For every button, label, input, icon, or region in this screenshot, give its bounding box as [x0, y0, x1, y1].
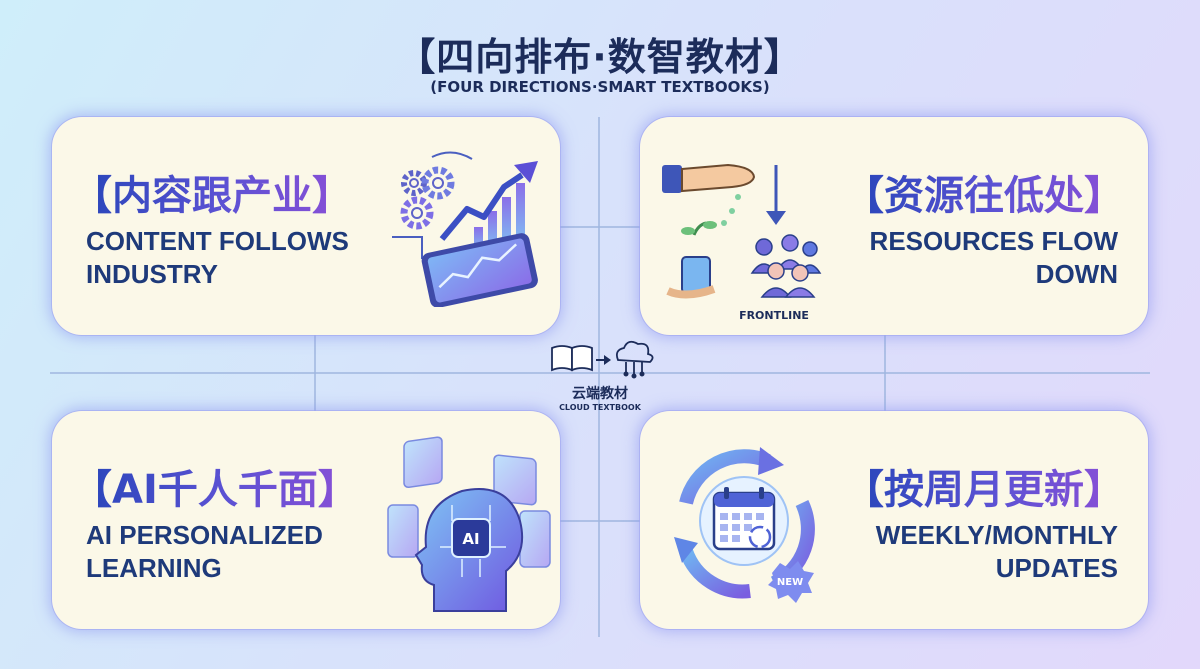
- hub-label-en: CLOUD TEXTBOOK: [559, 403, 641, 412]
- grid-line-vertical-center: [598, 117, 600, 637]
- cloud-textbook-hub: 云端教材 CLOUD TEXTBOOK: [540, 336, 660, 420]
- card-title-en: RESOURCES FLOW DOWN: [869, 226, 1118, 289]
- card-title-zh: 【资源往低处】: [844, 163, 1124, 221]
- card-title-zh: 【AI千人千面】: [72, 457, 358, 515]
- book-icon: [551, 345, 593, 372]
- card-weekly-monthly-updates: NEW 【按周月更新】 WEEKLY/MONTHLY UPDATES: [640, 411, 1148, 629]
- card-ai-personalized-learning: 【AI千人千面】 AI PERSONALIZED LEARNING AI: [52, 411, 560, 629]
- industry-trend-tablet-icon: [392, 151, 538, 307]
- hand-pouring-to-frontline-icon: FRONTLINE: [662, 163, 822, 322]
- page-subtitle: (FOUR DIRECTIONS·SMART TEXTBOOKS): [430, 78, 770, 96]
- card-resources-flow-down: FRONTLINE 【资源往低处】 RESOURCES FLOW DOWN: [640, 117, 1148, 335]
- svg-text:FRONTLINE: FRONTLINE: [739, 309, 809, 322]
- svg-text:AI: AI: [462, 530, 479, 548]
- card-title-en: AI PERSONALIZED LEARNING: [86, 520, 323, 583]
- arrow-right-icon: [596, 355, 611, 365]
- card-title-en: WEEKLY/MONTHLY UPDATES: [875, 520, 1118, 583]
- grid-line-horizontal-center: [50, 372, 1150, 374]
- ai-head-screens-icon: AI: [387, 436, 551, 612]
- grid-line-horizontal-bottom: [560, 520, 640, 522]
- grid-line-horizontal-top: [560, 226, 640, 228]
- card-title-zh: 【按周月更新】: [844, 457, 1124, 515]
- hub-label-zh: 云端教材: [572, 386, 628, 402]
- book-to-cloud-icons: [551, 340, 654, 379]
- card-content-follows-industry: 【内容跟产业】 CONTENT FOLLOWS INDUSTRY: [52, 117, 560, 335]
- card-title-en: CONTENT FOLLOWS INDUSTRY: [86, 226, 349, 289]
- page-title: 【四向排布·数智教材】: [397, 35, 803, 79]
- calendar-refresh-cycle-icon: NEW: [674, 447, 815, 603]
- svg-text:NEW: NEW: [777, 577, 803, 588]
- cloud-circuit-icon: [615, 340, 654, 379]
- grid-line-vertical-right: [884, 335, 886, 413]
- grid-line-vertical-left: [314, 335, 316, 413]
- card-title-zh: 【内容跟产业】: [72, 163, 352, 221]
